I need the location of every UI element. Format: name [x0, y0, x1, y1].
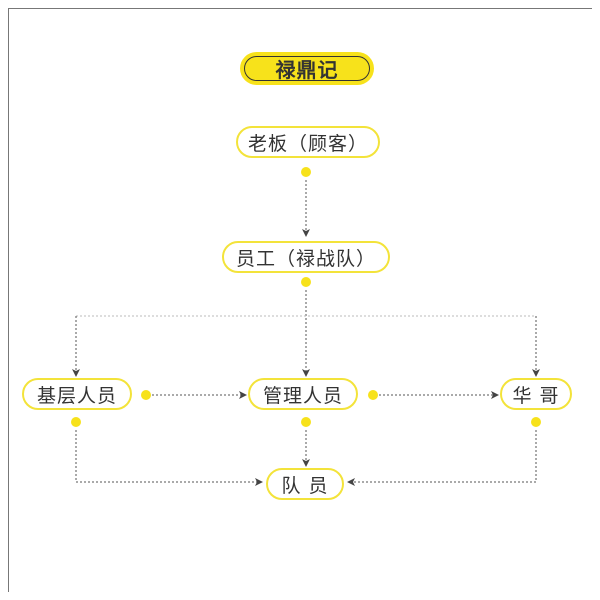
connector-dot [368, 390, 378, 400]
node-staff: 员工（禄战队） [222, 241, 390, 273]
connector-dot [71, 417, 81, 427]
edge-base-member [75, 430, 263, 486]
node-member: 队 员 [266, 468, 344, 500]
node-boss: 老板（顾客） [236, 126, 380, 158]
node-base: 基层人员 [22, 378, 132, 410]
title-text: 禄鼎记 [275, 58, 339, 82]
connector-dot [531, 417, 541, 427]
connector-dot [141, 390, 151, 400]
edge-huage-member [347, 430, 537, 486]
title-node: 禄鼎记 [240, 52, 374, 85]
connector-dot [301, 167, 311, 177]
frame-border [8, 8, 592, 592]
node-management: 管理人员 [248, 378, 358, 410]
connector-dot [301, 277, 311, 287]
connector-dot [301, 417, 311, 427]
node-huage: 华 哥 [500, 378, 572, 410]
